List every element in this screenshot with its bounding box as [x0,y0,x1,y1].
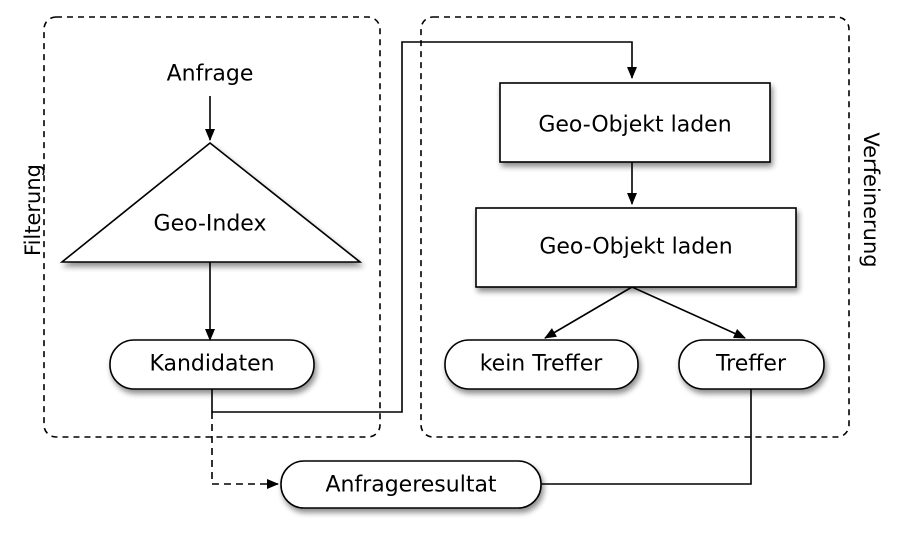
hit-label: Treffer [715,352,787,377]
arrow-load2-to-hit [631,286,746,339]
load-object-label-2: Geo-Objekt laden [539,235,732,260]
geo-index-label: Geo-Index [154,212,267,237]
filter-group-frame [43,16,381,438]
dashed-arrow-candidates-to-result [211,412,279,489]
load-object-node-2 [475,207,797,288]
refine-group-frame [420,16,850,438]
no-hit-node [444,339,639,390]
refine-group-label: Verfeinerung [859,132,883,267]
filter-group-label: Filterung [21,164,45,256]
candidates-label: Kandidaten [149,352,274,377]
load-object-label-1: Geo-Objekt laden [538,113,731,138]
result-node [280,460,542,509]
candidates-node [109,339,315,390]
arrow-candidates-to-load [211,41,637,413]
load-object-node-1 [499,82,771,163]
query-label: Anfrage [167,62,254,87]
hit-node [678,339,825,390]
geo-index-triangle [59,141,363,263]
arrow-hit-to-result [541,389,752,485]
arrow-load2-to-no-hit [544,286,633,339]
no-hit-label: kein Treffer [480,352,604,377]
result-label: Anfrageresultat [325,473,496,498]
